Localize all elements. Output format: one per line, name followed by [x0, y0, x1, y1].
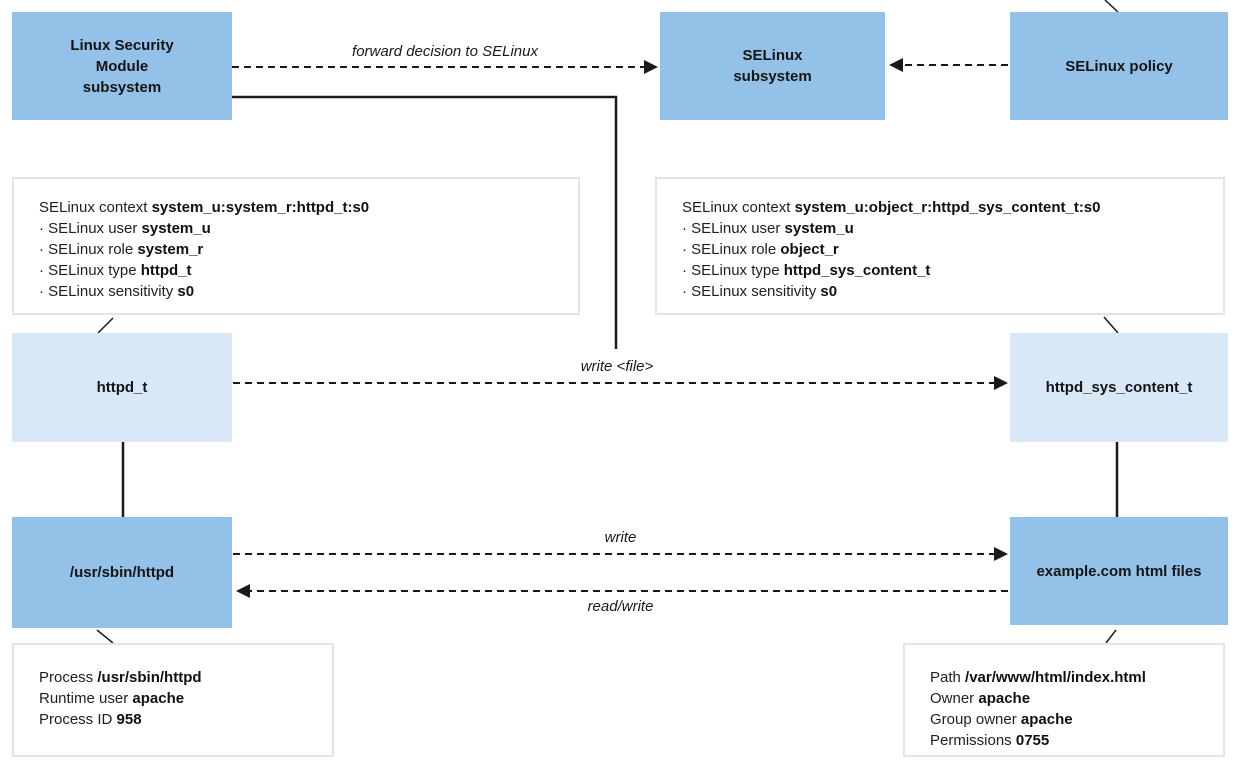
file-context-line: · SELinux user system_u	[682, 220, 854, 237]
example-html-files-label: example.com html files	[1036, 562, 1202, 580]
process-context-annotation: SELinux context system_u:system_r:httpd_…	[12, 177, 580, 315]
write-arrowhead-icon	[994, 547, 1008, 561]
selinux-subsystem-box: SELinux subsystem	[660, 12, 885, 120]
selinux-policy-label: SELinux policy	[1065, 57, 1173, 75]
httpd-t-type-label: httpd_t	[96, 379, 148, 396]
write-file-arrow-label: write <file>	[580, 358, 654, 375]
httpd-t-type-box: httpd_t	[12, 333, 232, 442]
file-info-line: Group owner apache	[930, 711, 1073, 728]
write-arrow-label: write	[604, 529, 637, 546]
httpd-sys-content-t-type-label: httpd_sys_content_t	[1045, 379, 1193, 396]
selinux-subsystem-label: SELinux subsystem	[733, 47, 812, 85]
file-info-annotation: Path /var/www/html/index.html Owner apac…	[903, 643, 1225, 757]
forward-decision-arrow-label: forward decision to SELinux	[352, 43, 538, 60]
policy-to-subsystem-arrowhead-icon	[889, 58, 903, 72]
lsm-subsystem-label: Linux Security Module subsystem	[70, 36, 174, 96]
policy-top-callout-line	[1104, 0, 1119, 13]
process-info-line: Process ID 958	[39, 711, 142, 728]
forward-decision-arrowhead-icon	[644, 60, 658, 74]
read-write-arrow-label: read/write	[587, 598, 654, 615]
process-info-annotation: Process /usr/sbin/httpd Runtime user apa…	[12, 643, 334, 757]
process-context-line: · SELinux user system_u	[39, 220, 211, 237]
file-context-line: SELinux context system_u:object_r:httpd_…	[682, 199, 1101, 216]
file-context-line: · SELinux role object_r	[682, 241, 839, 258]
file-context-line: · SELinux sensitivity s0	[682, 283, 838, 300]
process-info-line: Process /usr/sbin/httpd	[39, 669, 202, 686]
file-context-annotation: SELinux context system_u:object_r:httpd_…	[655, 177, 1225, 315]
usr-sbin-httpd-process-label: /usr/sbin/httpd	[69, 564, 175, 581]
example-html-files-box: example.com html files	[1010, 517, 1228, 625]
file-context-callout-line	[1103, 316, 1119, 334]
proc-context-callout-line	[97, 317, 114, 334]
process-context-line: · SELinux type httpd_t	[39, 262, 192, 279]
file-context-line: · SELinux type httpd_sys_content_t	[682, 262, 931, 279]
usr-sbin-httpd-process-box: /usr/sbin/httpd	[12, 517, 232, 628]
process-context-line: · SELinux sensitivity s0	[39, 283, 195, 300]
httpd-sys-content-t-type-box: httpd_sys_content_t	[1010, 333, 1228, 442]
lsm-subsystem-box: Linux Security Module subsystem	[12, 12, 232, 120]
file-info-line: Path /var/www/html/index.html	[930, 669, 1146, 686]
process-info-line: Runtime user apache	[39, 690, 185, 707]
process-context-line: · SELinux role system_r	[39, 241, 204, 258]
process-context-line: SELinux context system_u:system_r:httpd_…	[39, 199, 370, 216]
write-file-arrowhead-icon	[994, 376, 1008, 390]
proc-info-callout-line	[96, 629, 114, 644]
file-info-callout-line	[1105, 629, 1117, 644]
file-info-line: Permissions 0755	[930, 732, 1050, 749]
selinux-policy-box: SELinux policy	[1010, 12, 1228, 120]
file-info-line: Owner apache	[930, 690, 1031, 707]
read-write-arrowhead-icon	[236, 584, 250, 598]
